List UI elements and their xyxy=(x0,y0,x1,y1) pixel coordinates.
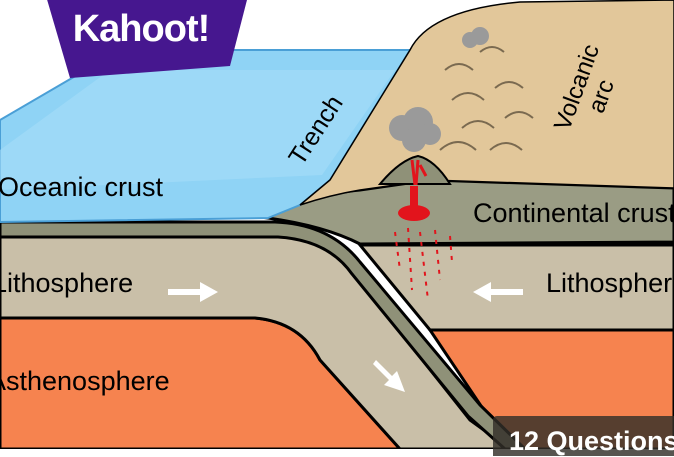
asthenosphere-label: Asthenosphere xyxy=(0,366,170,396)
arrow-down-icon xyxy=(373,360,405,392)
logo-text: Kahoot! xyxy=(72,8,211,50)
land-surface xyxy=(299,0,674,206)
oceanic-crust-label: Oceanic crust xyxy=(0,172,164,202)
lithosphere-left-label: Lithosphere xyxy=(0,268,134,298)
arrow-right-icon xyxy=(168,282,218,302)
kahoot-logo[interactable]: Kahoot! xyxy=(46,0,248,78)
volcano-cone xyxy=(377,154,452,185)
logo-badge-shape xyxy=(47,0,247,78)
volcano-smoke xyxy=(389,27,489,152)
volcanic-hills xyxy=(439,46,534,151)
question-count-text: 12 Questions xyxy=(509,426,674,456)
lithosphere-right-layer xyxy=(356,243,674,332)
question-count-badge: 12 Questions xyxy=(493,416,674,456)
magma-chamber xyxy=(398,159,430,221)
ocean-highlight xyxy=(0,70,395,190)
magma-drips xyxy=(394,227,453,301)
continental-crust-label: Continental crust xyxy=(473,198,674,228)
arrow-left-icon xyxy=(473,282,523,302)
lithosphere-right-label: Lithosphere xyxy=(546,268,674,298)
